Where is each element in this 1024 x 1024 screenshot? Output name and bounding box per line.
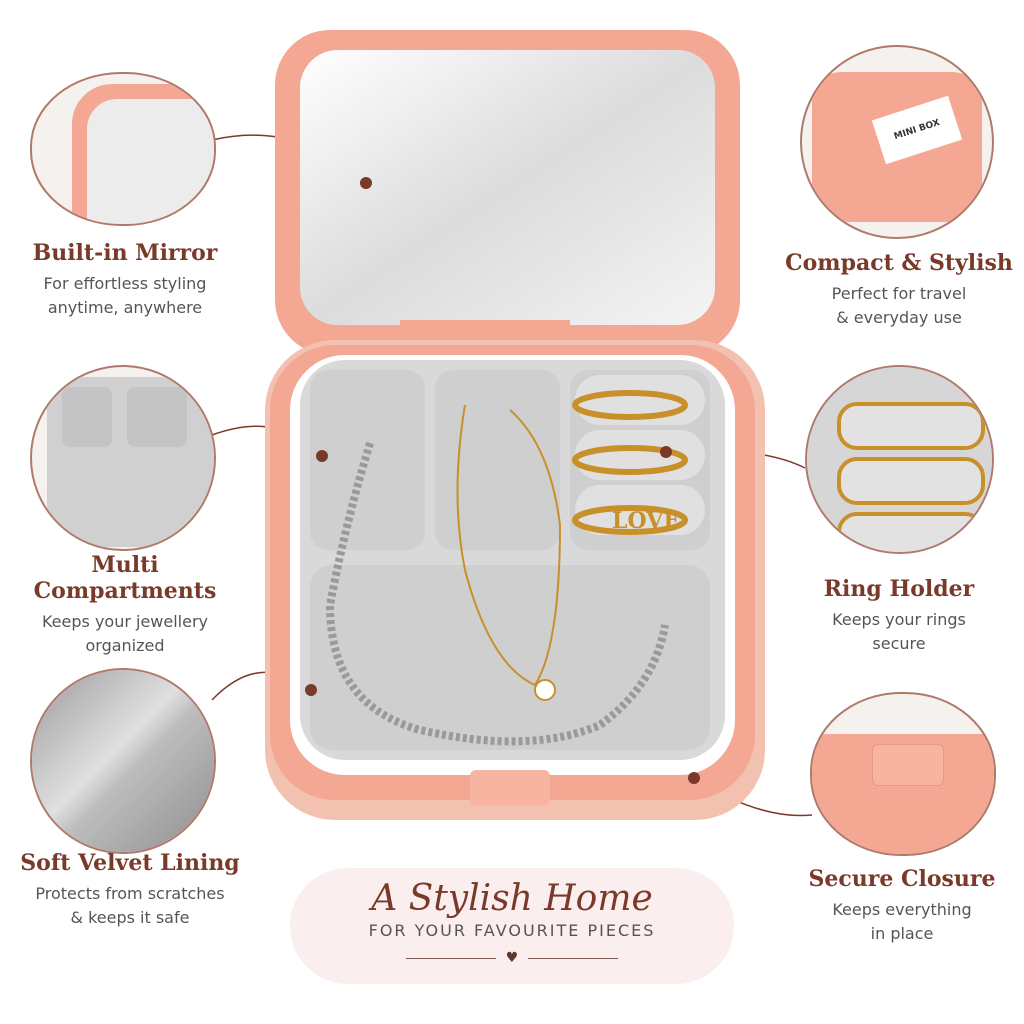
tagline-divider: ♥ (290, 950, 734, 966)
feature-compartments: Multi Compartments Keeps your jewellery … (0, 552, 250, 658)
velvet-detail-image (30, 668, 216, 854)
ring-love-text: LOVE (612, 508, 681, 534)
feature-rings: Ring Holder Keeps your rings secure (774, 576, 1024, 656)
feature-line2: & keeps it safe (70, 908, 190, 927)
feature-title: Compact & Stylish (785, 250, 1013, 276)
feature-line1: Protects from scratches (35, 884, 225, 903)
feature-line1: Keeps your jewellery (41, 612, 209, 631)
feature-title: Multi Compartments (33, 552, 217, 604)
tagline-banner: A Stylish Home FOR YOUR FAVOURITE PIECES… (290, 868, 734, 984)
feature-line1: Perfect for travel (831, 284, 967, 303)
closure-marker-dot (688, 772, 700, 784)
feature-line1: Keeps your rings (832, 610, 966, 629)
feature-closure: Secure Closure Keeps everything in place (777, 866, 1024, 946)
feature-title: Built-in Mirror (32, 240, 218, 266)
velvet-marker-dot (305, 684, 317, 696)
heart-icon: ♥ (505, 950, 519, 966)
compartments-detail-image (30, 365, 216, 551)
ring-holder-detail-image (805, 365, 994, 554)
closure-detail-image (810, 692, 996, 856)
divider-rule (528, 957, 619, 959)
jewellery-box (265, 30, 765, 820)
feature-mirror: Built-in Mirror For effortless styling a… (0, 240, 250, 320)
feature-title: Soft Velvet Lining (20, 850, 240, 876)
feature-line2: secure (872, 634, 926, 653)
feature-compact: Compact & Stylish Perfect for travel & e… (774, 250, 1024, 330)
compact-detail-image: MINI BOX (800, 45, 994, 239)
feature-line2: in place (870, 924, 934, 943)
ring-marker-dot (660, 446, 672, 458)
feature-line1: For effortless styling (43, 274, 207, 293)
compartment-marker-dot (316, 450, 328, 462)
feature-velvet: Soft Velvet Lining Protects from scratch… (5, 850, 255, 930)
feature-title: Secure Closure (808, 866, 996, 892)
tagline-subtitle: FOR YOUR FAVOURITE PIECES (368, 921, 656, 940)
mirror-marker-dot (360, 177, 372, 189)
feature-line1: Keeps everything (832, 900, 972, 919)
divider-rule (405, 957, 496, 959)
feature-line2: anytime, anywhere (47, 298, 203, 317)
feature-line2: & everyday use (836, 308, 962, 327)
feature-line2: organized (85, 636, 165, 655)
feature-title: Ring Holder (823, 576, 975, 602)
tagline-script: A Stylish Home (371, 878, 653, 919)
mirror-detail-image (30, 72, 216, 226)
